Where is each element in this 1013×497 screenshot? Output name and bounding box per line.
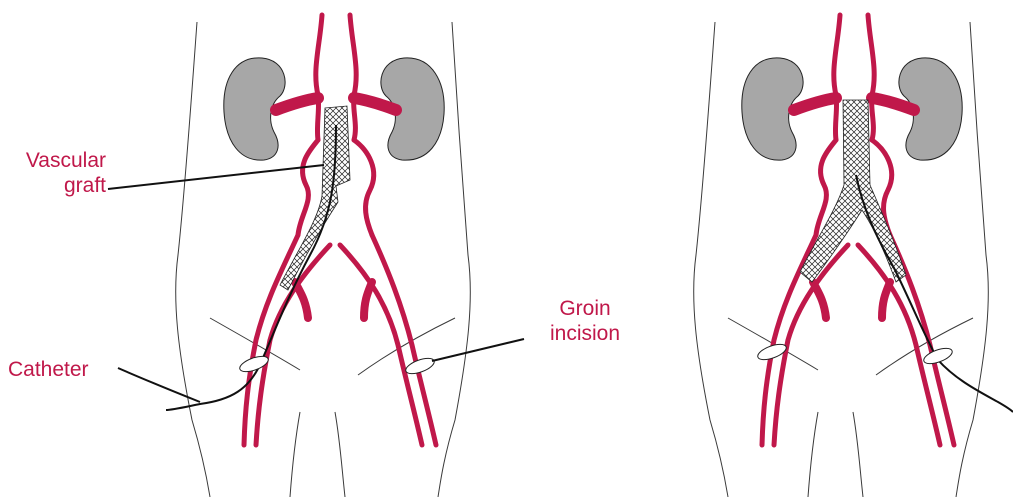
groin-incision-right-2 xyxy=(922,345,954,367)
leg-line-left-2 xyxy=(808,412,818,497)
aorta-right-wall-2 xyxy=(868,15,874,140)
leg-line-right-2 xyxy=(853,412,863,497)
aorta-left-wall xyxy=(316,15,322,140)
aorta-right-wall xyxy=(350,15,356,140)
internal-iliac-right-2 xyxy=(882,282,890,318)
internal-iliac-left-2 xyxy=(813,282,826,318)
label-groin-incision: Groin incision xyxy=(530,296,640,346)
leader-line-catheter xyxy=(118,368,200,402)
aneurysm-right-wall xyxy=(354,140,374,235)
leg-line-left xyxy=(290,412,300,497)
label-groin-incision-line1: Groin xyxy=(530,296,640,321)
leg-line-right xyxy=(335,412,345,497)
label-vascular-graft: Vascular graft xyxy=(10,148,106,198)
torso-outline-left xyxy=(176,22,210,497)
leader-line-vascular-graft xyxy=(108,165,324,189)
renal-artery-left-2 xyxy=(794,98,836,110)
iliac-artery-right-outer xyxy=(372,235,436,445)
label-vascular-graft-line1: Vascular xyxy=(10,148,106,173)
internal-iliac-right xyxy=(364,282,372,318)
right-panel xyxy=(694,15,1013,497)
label-catheter: Catheter xyxy=(8,357,118,382)
label-groin-incision-line2: incision xyxy=(530,321,640,346)
renal-artery-left xyxy=(276,98,318,110)
leader-line-groin-incision xyxy=(432,339,524,361)
aorta-left-wall-2 xyxy=(834,15,840,140)
label-catheter-text: Catheter xyxy=(8,357,118,382)
label-vascular-graft-line2: graft xyxy=(10,173,106,198)
torso-outline-left-2 xyxy=(694,22,728,497)
left-panel xyxy=(108,15,524,497)
internal-iliac-left xyxy=(295,282,308,318)
